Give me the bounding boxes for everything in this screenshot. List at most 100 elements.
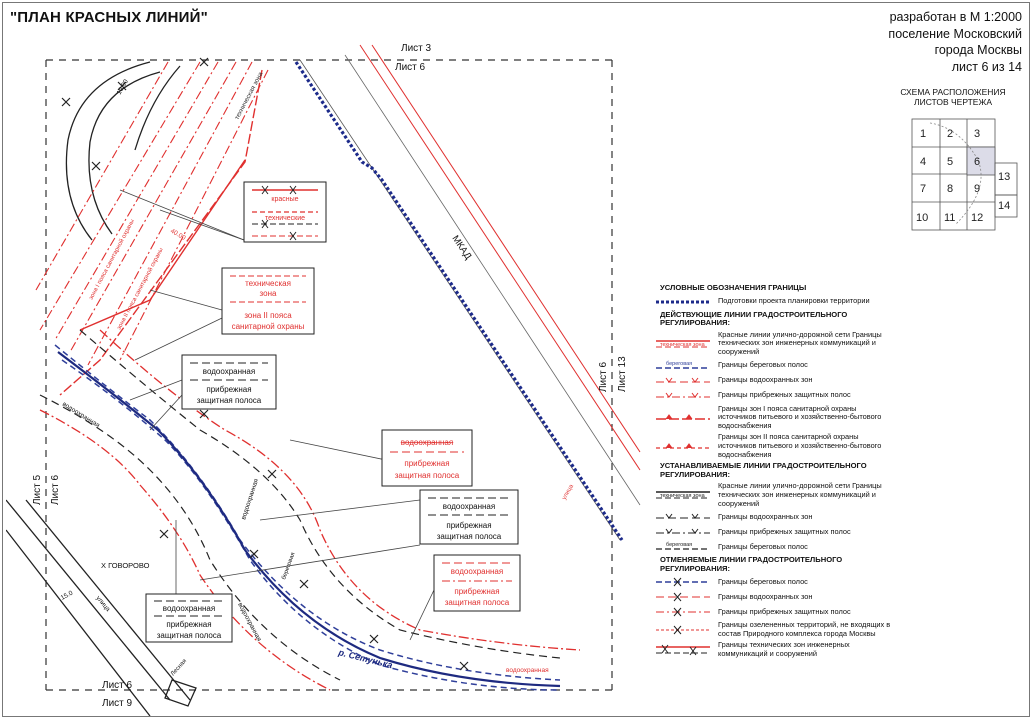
legend-item-cancel-green: Границы озелененных территорий, не входя… [652,620,892,638]
legend-label-cancel-3: Границы прибрежных защитных полос [718,606,851,616]
legend-symbol-new-riparian [652,526,714,538]
legend-symbol-current-red: техническая зона [652,338,714,350]
callout-4-line3: защитная полоса [395,471,460,480]
scheme-sheet-11: 11 [944,212,955,224]
water-zone-map-label: водоохранная [61,401,101,430]
legend-symbol-cancel-green [652,624,714,636]
bottom-label: Лесная [170,658,188,677]
legend-label-new-3: Границы прибрежных защитных полос [718,526,851,536]
callout-3-line3: защитная полоса [197,396,262,405]
scheme-sheet-9: 9 [974,183,980,195]
legend-symbol-new-coastal: береговая [652,541,714,553]
callout-3: водоохранная прибрежная защитная полоса [181,354,277,410]
legend-label-cancel-5: Границы технических зон инженерных комму… [718,640,850,659]
legend-label-current-2: Границы береговых полос [718,360,808,370]
legend-item-cancel-water: Границы водоохранных зон [652,591,892,603]
callout-7: водоохранная прибрежная защитная полоса [145,593,233,643]
legend-heading: УСЛОВНЫЕ ОБОЗНАЧЕНИЯ ГРАНИЦЫ [660,283,807,292]
legend-section-cancel: ОТМЕНЯЕМЫЕ ЛИНИИ ГРАДОСТРОИТЕЛЬНОГО РЕГУ… [660,555,843,573]
legend-symbol-cancel-coastal [652,576,714,588]
scheme-sheet-8: 8 [947,183,953,195]
legend-symbol-cancel-riparian [652,606,714,618]
callout-6-line2: прибрежная [454,587,499,596]
callout-7-line2: прибрежная [166,620,211,629]
scheme-sheet-1: 1 [920,128,926,140]
callout-4: водоохранная прибрежная защитная полоса [381,429,473,487]
sheet-number: лист 6 из 14 [951,59,1022,74]
legend-item-current-red: техническая зона Красные линии улично-до… [652,329,892,357]
legend-label-planning: Подготовки проекта планировки территории [718,296,870,306]
south-road [6,499,197,716]
callout-6-line3: защитная полоса [445,598,510,607]
sheet-boundary [45,59,613,691]
legend-current-coastal-label: береговая [666,361,692,367]
sheet-label-right-b: Лист 13 [617,356,628,392]
callout-2-line1: техническая [245,279,291,288]
scale-line: разработан в М 1:2000 [889,10,1022,24]
legend-symbol-new-red: техническая зона [652,489,714,501]
tech-zone-map-label: техническая зона [234,71,265,121]
legend-label-cancel-2: Границы водоохранных зон [718,591,813,601]
water-zone-map-label-3: водоохранная [236,602,262,643]
sheet-label-bottom-a: Лист 6 [102,680,133,691]
callout-2-line3: зона II пояса [244,311,292,320]
width-label-2: 10.00 [116,78,130,96]
callout-3-line1: водоохранная [203,367,255,376]
legend-label-cancel-1: Границы береговых полос [718,576,808,586]
legend-section-current: ДЕЙСТВУЮЩИЕ ЛИНИИ ГРАДОСТРОИТЕЛЬНОГО РЕГ… [660,309,848,328]
legend-item-current-water: Границы водоохранных зон [652,375,892,387]
legend-new-coastal-label: береговая [666,542,692,548]
callout-6: водоохранная прибрежная защитная полоса [433,554,521,612]
legend: УСЛОВНЫЕ ОБОЗНАЧЕНИЯ ГРАНИЦЫ Подготовки … [652,283,892,662]
village-label: Х ГОВОРОВО [101,561,150,570]
legend-section-new: УСТАНАВЛИВАЕМЫЕ ЛИНИИ ГРАДОСТРОИТЕЛЬНОГО… [660,461,867,479]
sheet-label-right-a: Лист 6 [598,361,609,392]
callout-3-line2: прибрежная [206,385,251,394]
legend-item-current-zone1: Границы зон I пояса санитарной охраны ис… [652,403,892,431]
sheet-label-bottom-b: Лист 9 [102,698,133,709]
callout-1: красные технические [243,181,327,243]
legend-item-current-coastal: береговая Границы береговых полос [652,360,892,372]
scheme-sheet-10: 10 [916,212,928,224]
scheme-sheet-7: 7 [920,183,926,195]
legend-item-cancel-riparian: Границы прибрежных защитных полос [652,606,892,618]
scheme-sheet-3: 3 [974,128,980,140]
north-road [65,61,181,241]
legend-label-current-4: Границы прибрежных защитных полос [718,390,851,400]
sheet-layout-scheme: 1 2 3 4 5 6 7 8 9 10 11 12 13 14 [911,118,1018,231]
legend-symbol-new-water [652,511,714,523]
callout-2-line2: зона [260,289,277,298]
legend-label-new-2: Границы водоохранных зон [718,511,813,521]
sheet-label-left-a: Лист 5 [32,474,43,505]
legend-label-current-1: Красные линии улично-дорожной сети Грани… [718,329,882,356]
city-line: города Москвы [934,43,1022,57]
coastal-strip [54,344,561,691]
legend-label-current-5: Границы зон I пояса санитарной охраны ис… [718,403,882,430]
width-label-3: 40.00 [169,228,187,242]
water-zone-map-label-4: водоохранная [506,667,549,674]
scheme-sheet-4: 4 [920,156,926,168]
mkad-label: МКАД [450,234,474,263]
callout-4-line2: прибрежная [404,459,449,468]
callout-2-line4: санитарной охраны [232,322,305,331]
legend-label-current-3: Границы водоохранных зон [718,375,813,385]
legend-item-new-red: техническая зона Красные линии улично-до… [652,482,892,508]
cancelled-markers [61,57,469,671]
callout-leaders [119,189,435,641]
water-protection-zone [39,329,561,681]
sheet-label-left-b: Лист 6 [50,474,61,505]
technical-zone-lines [35,61,269,366]
legend-symbol-current-zone2 [652,440,714,452]
legend-label-cancel-4: Границы озелененных территорий, не входя… [718,620,891,638]
legend-symbol-cancel-water [652,591,714,603]
legend-current-sym-label: техническая зона [660,342,706,348]
legend-symbol-cancel-tech [652,644,714,656]
callout-7-line1: водоохранная [163,604,215,613]
legend-symbol-current-zone1 [652,411,714,423]
callout-6-line1: водоохранная [451,567,503,576]
callout-7-line3: защитная полоса [157,631,222,640]
legend-symbol-current-coastal: береговая [652,360,714,372]
legend-item-cancel-tech: Границы технических зон инженерных комму… [652,641,892,658]
